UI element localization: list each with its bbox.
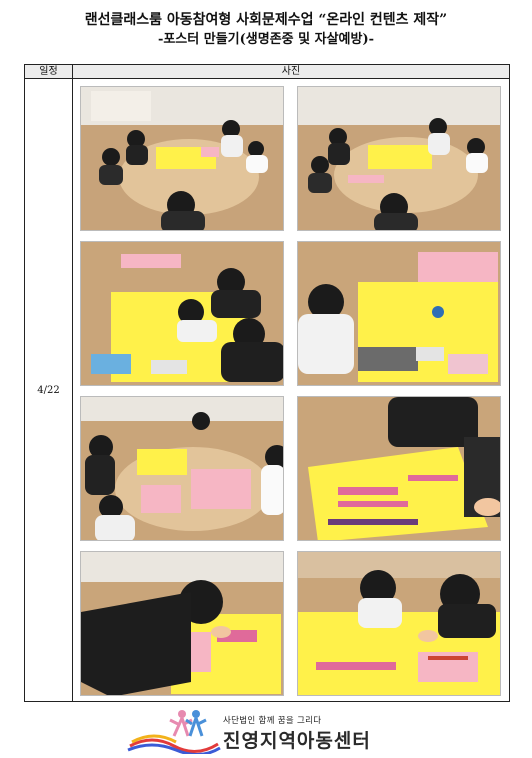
photo-7-image [81,552,283,695]
photo-6 [297,396,501,541]
photo-3 [80,241,284,386]
photo-8-image [298,552,500,695]
photo-grid [73,79,510,703]
photo-7 [80,551,284,696]
header-date: 일정 [24,64,73,79]
title-line-2: -포스터 만들기(생명존중 및 자살예방)- [157,32,375,47]
date-cell: 4/22 [24,78,73,702]
header-photos: 사진 [72,64,510,79]
footer-org-name: 진영지역아동센터 [223,730,371,752]
footer: 사단법인 함께 꿈을 그리다 진영지역아동센터 [0,704,532,758]
photo-4-image [298,242,500,385]
photo-5 [80,396,284,541]
photo-1-image [81,87,283,230]
photo-3-image [81,242,283,385]
photo-8 [297,551,501,696]
photo-2-image [298,87,500,230]
document-title: 랜선클래스룸 아동참여형 사회문제수업 “온라인 컨텐츠 제작” -포스터 만들… [0,10,532,50]
activity-log-table: 일정 사진 4/22 [24,64,510,702]
footer-subtitle: 사단법인 함께 꿈을 그리다 [223,716,322,726]
photo-6-image [298,397,500,540]
photos-cell [72,78,510,703]
photo-4 [297,241,501,386]
photo-5-image [81,397,283,540]
center-logo-icon [127,710,221,754]
title-line-1: 랜선클래스룸 아동참여형 사회문제수업 “온라인 컨텐츠 제작” [84,12,448,28]
photo-2 [297,86,501,231]
photo-1 [80,86,284,231]
